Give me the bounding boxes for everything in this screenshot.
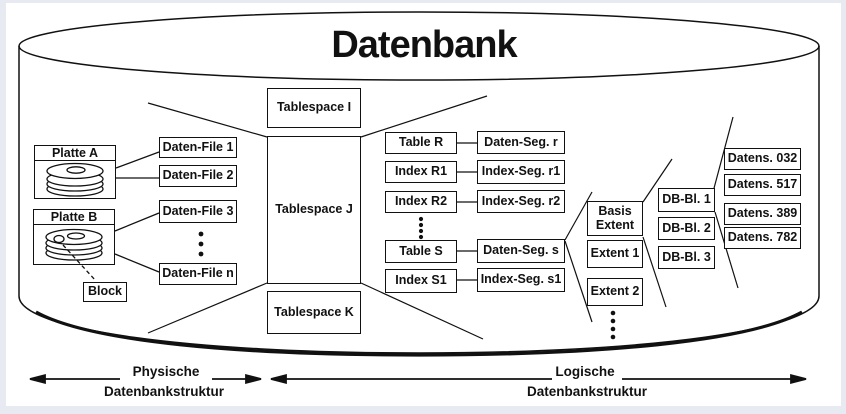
disk-platte-b: Platte B xyxy=(33,209,115,265)
box-extent-2: Extent 2 xyxy=(587,278,643,306)
disk-platte-a: Platte A xyxy=(34,145,116,199)
box-daten-file-n: Daten-File n xyxy=(159,263,237,285)
box-datensatz-032: Datens. 032 xyxy=(724,148,801,170)
box-index-r2: Index R2 xyxy=(385,191,457,213)
logical-structure-label-line1: Logische xyxy=(555,364,615,379)
box-db-block-2: DB-Bl. 2 xyxy=(658,217,715,240)
database-title: Datenbank xyxy=(331,24,517,66)
box-db-block-1: DB-Bl. 1 xyxy=(658,188,715,212)
box-tablespace-j: Tablespace J xyxy=(267,136,361,284)
box-basis-extent: Basis Extent xyxy=(587,201,643,236)
physical-structure-label-line2: Datenbankstruktur xyxy=(103,384,225,399)
box-extent-1: Extent 1 xyxy=(587,240,643,268)
box-tablespace-i: Tablespace I xyxy=(267,88,361,128)
box-daten-seg-s: Daten-Seg. s xyxy=(477,239,565,263)
box-datensatz-782: Datens. 782 xyxy=(724,227,801,249)
box-daten-seg-r: Daten-Seg. r xyxy=(477,131,565,154)
box-index-s1: Index S1 xyxy=(385,269,457,293)
box-table-r: Table R xyxy=(385,132,457,154)
box-index-seg-s1: Index-Seg. s1 xyxy=(477,268,565,292)
box-datensatz-517: Datens. 517 xyxy=(724,174,801,196)
box-index-r1: Index R1 xyxy=(385,161,457,183)
box-daten-file-3: Daten-File 3 xyxy=(159,200,237,223)
box-block: Block xyxy=(83,282,127,302)
logical-structure-label-line2: Datenbankstruktur xyxy=(526,384,648,399)
box-tablespace-k: Tablespace K xyxy=(267,291,361,334)
box-db-block-3: DB-Bl. 3 xyxy=(658,246,715,269)
physical-structure-label-line1: Physische xyxy=(132,364,200,379)
disk-platte-a-label: Platte A xyxy=(35,146,115,161)
box-daten-file-2: Daten-File 2 xyxy=(159,165,237,187)
box-index-seg-r1: Index-Seg. r1 xyxy=(477,160,565,184)
box-index-seg-r2: Index-Seg. r2 xyxy=(477,190,565,213)
disk-platte-b-label: Platte B xyxy=(34,210,114,225)
box-table-s: Table S xyxy=(385,240,457,263)
box-daten-file-1: Daten-File 1 xyxy=(159,137,237,158)
box-datensatz-389: Datens. 389 xyxy=(724,203,801,225)
